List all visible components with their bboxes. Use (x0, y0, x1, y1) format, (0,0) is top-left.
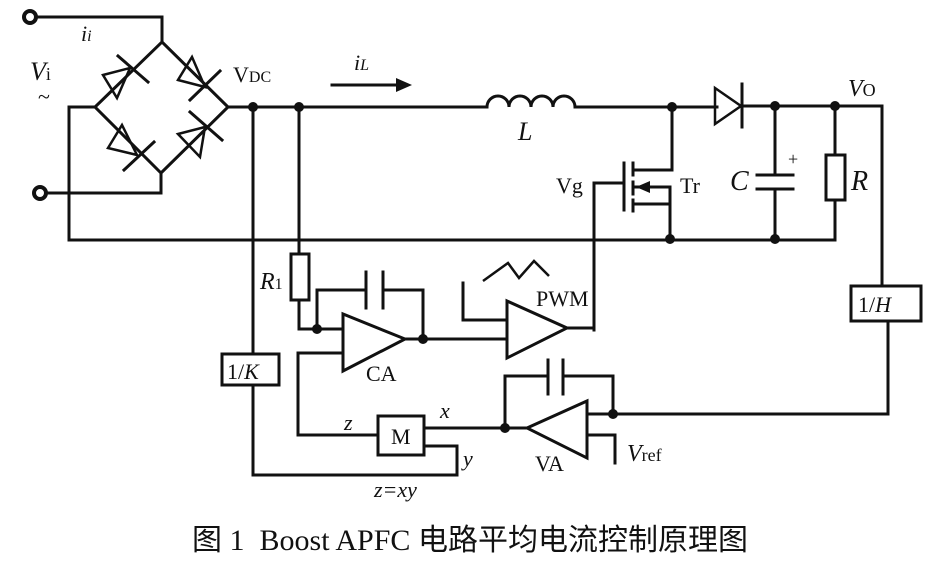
diode-icon (106, 122, 157, 173)
k-block-label: 1/K (227, 359, 260, 384)
input-current-label: ii (81, 21, 92, 46)
output-diode-icon (713, 82, 744, 129)
wire-pwm-ramp (461, 281, 509, 322)
pwm-comparator (505, 298, 571, 361)
mult-y-label: y (461, 446, 473, 471)
input-terminal-bottom (32, 185, 48, 201)
voltage-amplifier (523, 398, 589, 461)
output-voltage-label: VO (848, 76, 876, 102)
va-label: VA (535, 451, 564, 476)
inductor-current-label: iL (354, 50, 369, 75)
wire-k-bottom (251, 383, 459, 477)
current-amplifier (341, 311, 409, 374)
wire-ca-in-minus (296, 351, 380, 437)
multiplier-block (376, 414, 426, 457)
junction-dot (770, 234, 780, 244)
sense-resistor-icon (289, 105, 345, 331)
diode-icon (101, 53, 151, 101)
mult-equation-label: z=xy (373, 477, 417, 502)
wire-input-top (34, 15, 164, 44)
vdc-label: VDC (233, 62, 271, 87)
mult-x-label: x (439, 398, 450, 423)
h-block (849, 284, 923, 323)
wire-vref (585, 433, 617, 465)
diode-icon (175, 109, 225, 160)
pwm-label: PWM (536, 286, 589, 311)
arrow-head-icon (396, 78, 412, 92)
bridge-rectifier (92, 39, 231, 176)
figure-caption: 图 1 Boost APFC 电路平均电流控制原理图 (192, 524, 748, 557)
ac-source-icon: ~ (38, 84, 50, 109)
k-block (220, 352, 281, 387)
va-feedback-capacitor-icon (503, 358, 615, 430)
sense-resistor-label: R1 (259, 269, 283, 295)
inductor-icon (485, 94, 577, 109)
ca-label: CA (366, 361, 397, 386)
load-label: R (850, 166, 868, 197)
wire-feedback-h (611, 319, 890, 416)
input-terminal-top (22, 9, 38, 25)
wire-input-bottom (44, 171, 163, 195)
sawtooth-icon (482, 259, 550, 283)
wire-return-left (67, 105, 837, 242)
capacitor-icon (755, 104, 795, 241)
capacitor-polarity-label: + (788, 149, 798, 169)
inductor-label: L (517, 117, 532, 146)
multiplier-label: M (391, 424, 411, 449)
ca-feedback-capacitor-icon (315, 270, 425, 341)
resistor-icon (824, 104, 847, 242)
mosfet-icon (592, 105, 674, 332)
input-voltage-label: Vi (30, 57, 51, 86)
capacitor-label: C (730, 166, 749, 197)
mult-z-label: z (343, 410, 353, 435)
h-block-label: 1/H (858, 292, 892, 317)
vref-label: Vref (627, 441, 662, 467)
gate-voltage-label: Vg (556, 173, 583, 198)
diode-icon (176, 54, 223, 103)
switch-label: Tr (680, 173, 701, 198)
junction-dot (665, 234, 675, 244)
